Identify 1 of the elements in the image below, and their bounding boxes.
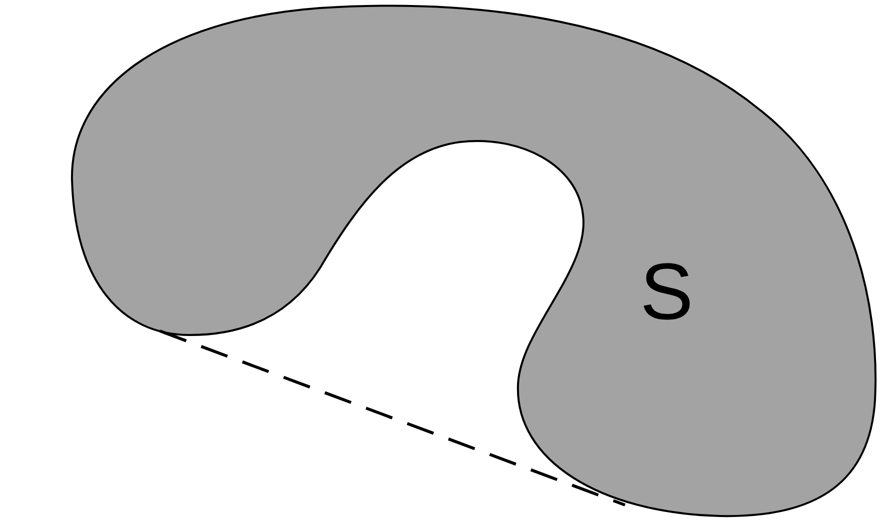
set-label: S: [640, 252, 694, 332]
